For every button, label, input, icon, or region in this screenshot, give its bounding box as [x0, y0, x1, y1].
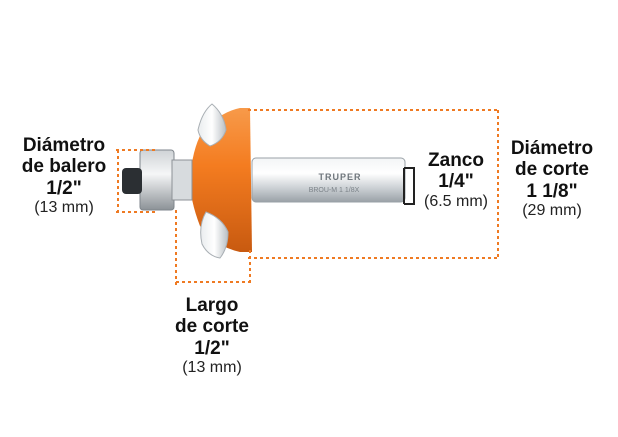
bearing-hub	[171, 159, 193, 201]
cutting-length-line2: de corte	[175, 316, 249, 338]
model-engraving: BROU-M 1 1/8X	[309, 187, 360, 194]
shank-metric: (6.5 mm)	[424, 192, 488, 210]
bearing-diameter-metric: (13 mm)	[34, 198, 94, 216]
cutting-length-line1: Largo	[185, 295, 239, 316]
bearing-screw	[122, 168, 142, 194]
bearing-diameter-fraction: 1/2"	[46, 177, 82, 199]
brand-engraving: TRUPER	[318, 172, 361, 182]
bearing-diameter-line2: de balero	[21, 156, 107, 178]
cutting-diameter-metric: (29 mm)	[522, 201, 582, 219]
cutting-diameter-line2: de corte	[515, 159, 589, 181]
cutting-length-fraction: 1/2"	[194, 337, 230, 359]
cutting-diameter-line1: Diámetro	[510, 138, 594, 159]
cutting-length-metric: (13 mm)	[182, 358, 242, 376]
bearing-diameter-line1: Diámetro	[22, 135, 106, 156]
shank-line1: Zanco	[428, 150, 484, 171]
shank-fraction: 1/4"	[438, 171, 474, 193]
cutting-diameter-fraction: 1 1/8"	[526, 180, 578, 202]
bearing-diameter-label: Diámetro de balero 1/2" (13 mm)	[14, 135, 114, 217]
carbide-edge-top	[197, 103, 227, 147]
carbide-edge-bottom	[200, 211, 229, 259]
shank-label: Zanco 1/4" (6.5 mm)	[414, 150, 498, 210]
shank-bracket	[404, 167, 415, 205]
cutting-length-label: Largo de corte 1/2" (13 mm)	[162, 295, 262, 377]
bearing	[139, 149, 175, 211]
cutting-diameter-label: Diámetro de corte 1 1/8" (29 mm)	[502, 138, 602, 220]
